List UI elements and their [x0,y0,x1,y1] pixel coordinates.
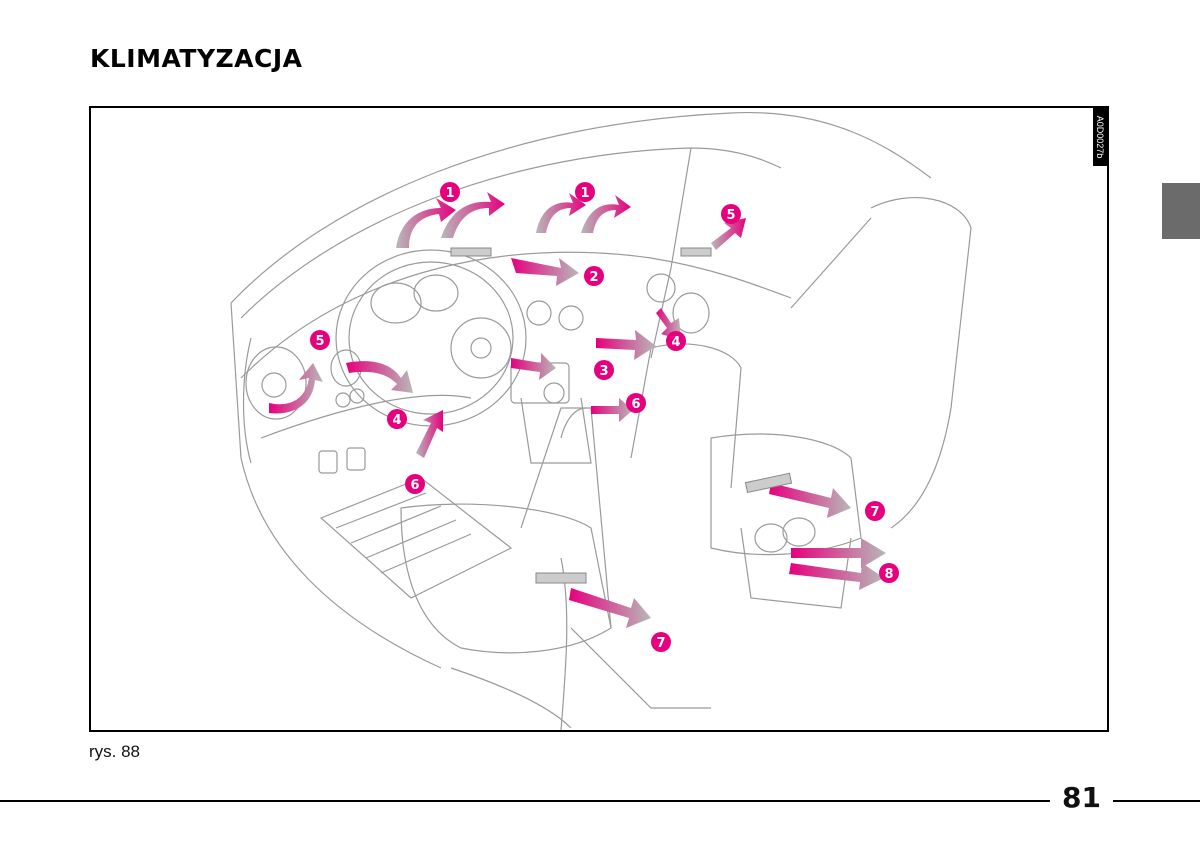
callout-8: 8 [879,563,899,583]
callout-4a: 4 [387,409,407,429]
callout-5b: 5 [721,204,741,224]
callout-6a: 6 [405,474,425,494]
callout-1a: 1 [440,182,460,202]
car-interior-illustration: 1 1 2 3 4 4 5 5 6 6 7 7 8 [230,111,972,730]
section-tab [1162,183,1200,239]
callout-7b: 7 [865,501,885,521]
figure-frame: A0D0027b [89,106,1109,732]
svg-text:5: 5 [726,208,735,223]
svg-text:7: 7 [870,505,879,520]
callout-4b: 4 [666,331,686,351]
callout-markers: 1 1 2 3 4 4 5 5 6 6 7 7 8 [310,182,899,652]
callout-7a: 7 [651,632,671,652]
airflow-arrows [269,192,886,628]
page-number: 81 [1062,781,1101,814]
callout-2: 2 [584,266,604,286]
callout-1b: 1 [575,182,595,202]
svg-text:1: 1 [445,186,454,201]
callout-3: 3 [594,360,614,380]
svg-text:7: 7 [656,636,665,651]
figure-code-label: A0D0027b [1093,108,1107,166]
svg-text:6: 6 [631,397,640,412]
svg-text:4: 4 [392,413,401,428]
svg-text:8: 8 [884,567,893,582]
svg-text:5: 5 [315,334,324,349]
svg-text:1: 1 [580,186,589,201]
svg-text:4: 4 [671,335,680,350]
page-title: KLIMATYZACJA [90,44,303,73]
callout-5a: 5 [310,330,330,350]
footer-rule-right [1113,800,1200,802]
svg-text:6: 6 [410,478,419,493]
figure-caption: rys. 88 [89,742,141,761]
svg-text:3: 3 [599,364,608,379]
line-art [230,111,972,730]
svg-text:2: 2 [589,270,598,285]
callout-6b: 6 [626,393,646,413]
footer-rule-left [0,800,1050,802]
